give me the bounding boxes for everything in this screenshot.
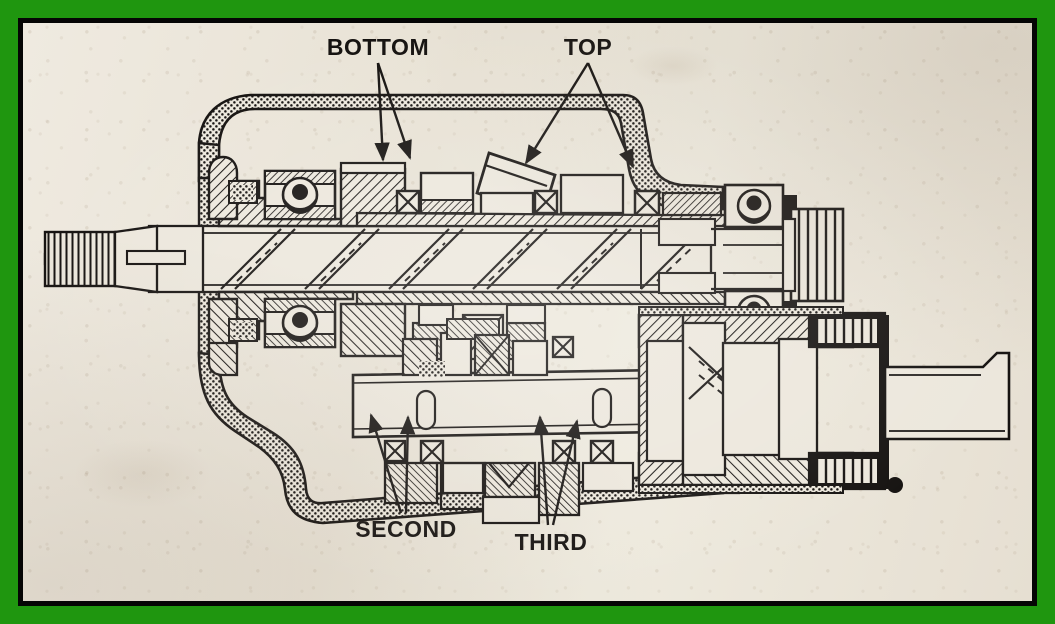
leader-bottom (374, 62, 412, 162)
leader-top (524, 62, 635, 169)
leader-second (368, 413, 416, 514)
label-bottom: BOTTOM (327, 34, 429, 60)
label-second: SECOND (355, 516, 456, 542)
label-top: TOP (564, 34, 612, 60)
scanned-paper-sheet: BOTTOM TOP SECOND THIRD (23, 23, 1032, 601)
leader-third (533, 415, 581, 526)
label-third: THIRD (515, 529, 588, 555)
gearbox-cutaway-diagram: BOTTOM TOP SECOND THIRD (43, 34, 1011, 555)
